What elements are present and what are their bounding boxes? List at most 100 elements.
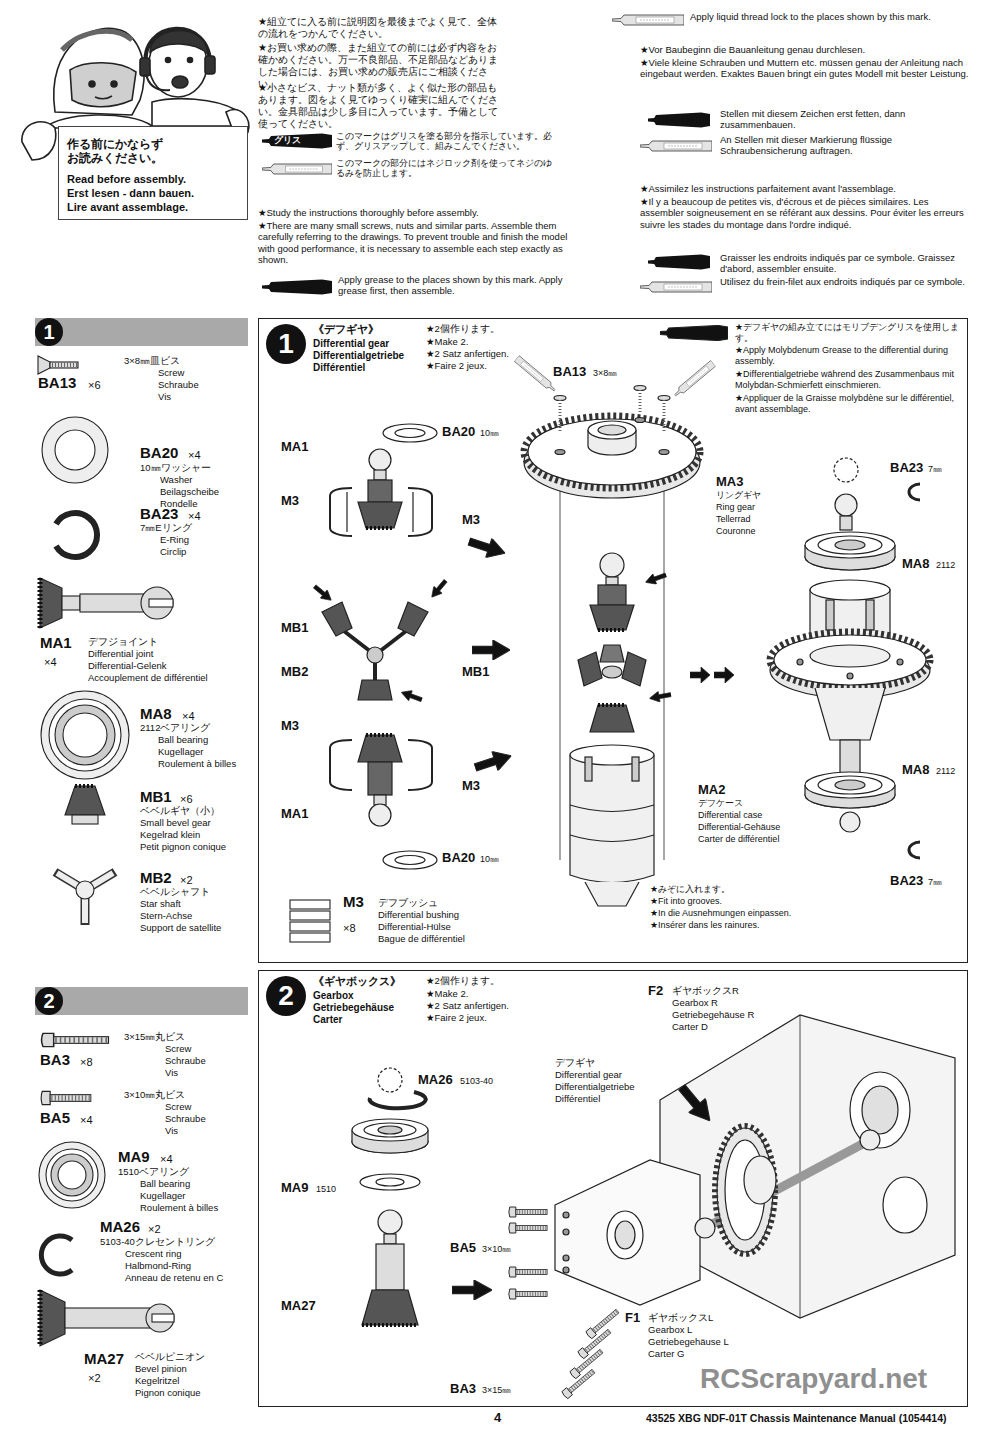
callout-size: 3×10㎜ <box>482 1244 511 1255</box>
callout-code: MA2 <box>698 782 725 798</box>
page-number: 4 <box>494 1410 501 1426</box>
sign-text: Erst lesen - dann bauen. <box>67 187 194 200</box>
note-text: Utilisez du frein-filet aux endroits ind… <box>720 276 975 287</box>
part-name: 3×10㎜丸ビス <box>124 1089 185 1100</box>
note-text: ★There are many small screws, nuts and s… <box>258 220 570 266</box>
part-quantity: ×4 <box>188 449 201 462</box>
step-note: ★Make 2. <box>426 988 468 999</box>
step-title: Gearbox <box>313 990 354 1002</box>
part-quantity: ×4 <box>160 1153 173 1166</box>
step-note: ★Faire 2 jeux. <box>426 1012 487 1023</box>
part-name: デフブッシュ <box>378 897 438 908</box>
callout-size: 10㎜ <box>480 428 499 439</box>
note-text: ★Insérer dans les rainures. <box>650 920 760 931</box>
callout-code: BA20 <box>442 850 475 866</box>
part-code: MA27 <box>84 1350 124 1368</box>
note-text: ★Apply Molybdenum Grease to the differen… <box>735 345 963 367</box>
callout-code: MA8 <box>902 762 929 778</box>
part-name: 10㎜ワッシャー <box>140 462 211 473</box>
note-text: ★Vor Baubeginn die Bauanleitung genau du… <box>640 44 975 55</box>
part-name: Schraube <box>165 1113 206 1124</box>
part-name: デフケース <box>698 798 743 809</box>
part-name: デフジョイント <box>88 636 158 647</box>
part-name: Differential case <box>698 810 762 821</box>
part-code: MB2 <box>140 869 172 887</box>
step-number: 1 <box>266 324 306 364</box>
part-name: Couronne <box>716 526 756 537</box>
note-text: Graisser les endroits indiqués par ce sy… <box>720 252 975 275</box>
callout-size: 2112 <box>936 766 955 777</box>
part-name: Beilagscheibe <box>160 486 219 497</box>
step-note: ★Faire 2 jeux. <box>426 360 487 371</box>
part-name: Bevel pinion <box>135 1363 187 1374</box>
callout-code: BA23 <box>890 460 923 476</box>
part-code: BA3 <box>40 1051 70 1069</box>
callout-size: 5103-40 <box>460 1076 493 1087</box>
part-name: Vis <box>165 1067 178 1078</box>
callout-code: M3 <box>462 512 480 528</box>
step-note: ★2個作ります。 <box>426 323 500 334</box>
step-title: 《デフギヤ》 <box>313 323 379 336</box>
part-name: Differentialgetriebe <box>555 1081 635 1092</box>
part-name: Vis <box>165 1125 178 1136</box>
callout-code: MA27 <box>281 1298 316 1314</box>
step-number-text: 2 <box>35 987 63 1015</box>
callout-code: MA8 <box>902 556 929 572</box>
part-quantity: ×4 <box>182 710 195 723</box>
part-name: Roulement à billes <box>158 758 236 769</box>
step-title: Carter <box>313 1014 342 1026</box>
note-text: ★Appliquer de la Graisse molybdène sur l… <box>735 393 963 415</box>
part-quantity: ×4 <box>44 656 57 669</box>
callout-size: 3×8㎜ <box>593 368 617 379</box>
note-text: ★Viele kleine Schrauben und Muttern etc.… <box>640 57 975 80</box>
part-quantity: ×6 <box>88 379 101 392</box>
watermark: RCScrapyard.net <box>700 1362 927 1396</box>
step-number-text: 1 <box>266 324 306 364</box>
callout-code: F2 <box>648 983 663 999</box>
part-name: Ring gear <box>716 502 755 513</box>
part-name: Petit pignon conique <box>140 841 226 852</box>
sign-text: 作る前にかならず お読みください。 <box>67 137 167 166</box>
note-text: ★Study the instructions thoroughly befor… <box>258 207 573 218</box>
part-name: 2112ベアリング <box>140 722 210 733</box>
part-name: Ball bearing <box>140 1178 190 1189</box>
note-text: ★小さなビス、ナット類が多く、よく似た形の部品もあります。図をよく見てゆっくり確… <box>258 82 498 130</box>
part-code: MA9 <box>118 1148 150 1166</box>
manual-title: 43525 XBG NDF-01T Chassis Maintenance Ma… <box>646 1412 947 1425</box>
part-name: Circlip <box>160 546 186 557</box>
part-name: Vis <box>158 391 171 402</box>
part-name: ギヤボックスR <box>672 985 739 996</box>
callout-size: 10㎜ <box>480 854 499 865</box>
part-name: Kegelritzel <box>135 1375 179 1386</box>
callout-code: BA20 <box>442 424 475 440</box>
part-quantity: ×6 <box>180 793 193 806</box>
part-name: Pignon conique <box>135 1387 201 1398</box>
part-quantity: ×4 <box>188 510 201 523</box>
note-text: An Stellen mit dieser Markierung flüssig… <box>720 134 975 157</box>
part-code: BA13 <box>38 374 76 392</box>
callout-code: M3 <box>281 493 299 509</box>
step-title: 《ギヤボックス》 <box>313 975 401 988</box>
part-name: Screw <box>165 1101 191 1112</box>
note-text: ★Fit into grooves. <box>650 896 722 907</box>
callout-code: MA1 <box>281 439 308 455</box>
part-name: Differential bushing <box>378 909 459 920</box>
part-name: リングギヤ <box>716 490 761 501</box>
sign-board: 作る前にかならず お読みください。Read before assembly.Er… <box>58 126 248 220</box>
callout-code: MA26 <box>418 1072 453 1088</box>
part-name: Anneau de retenu en C <box>125 1272 223 1283</box>
step-note: ★2 Satz anfertigen. <box>426 348 509 359</box>
note-text: ★Differentialgetriebe während des Zusamm… <box>735 369 963 391</box>
callout-code: MA9 <box>281 1180 308 1196</box>
callout-code: F1 <box>625 1310 640 1326</box>
note-text: ★組立てに入る前に説明図を最後までよく見て、全体の流れをつかんでください。 <box>258 16 498 40</box>
part-name: 1510ベアリング <box>118 1166 189 1177</box>
part-code: MA1 <box>40 634 72 652</box>
note-text: ★デフギヤの組み立てにはモリブデングリスを使用します。 <box>735 322 963 344</box>
sign-text: Lire avant assemblage. <box>67 201 188 214</box>
callout-code: M3 <box>462 778 480 794</box>
note-text: このマークの部分にはネジロック剤を使ってネジのゆるみを防止します。 <box>336 158 558 178</box>
part-name: ベベルギヤ（小） <box>140 805 220 816</box>
note-text: このマークはグリスを塗る部分を指示しています。必ず、グリスアップして、組みこんで… <box>336 131 558 151</box>
step-title: Différentiel <box>313 362 365 374</box>
